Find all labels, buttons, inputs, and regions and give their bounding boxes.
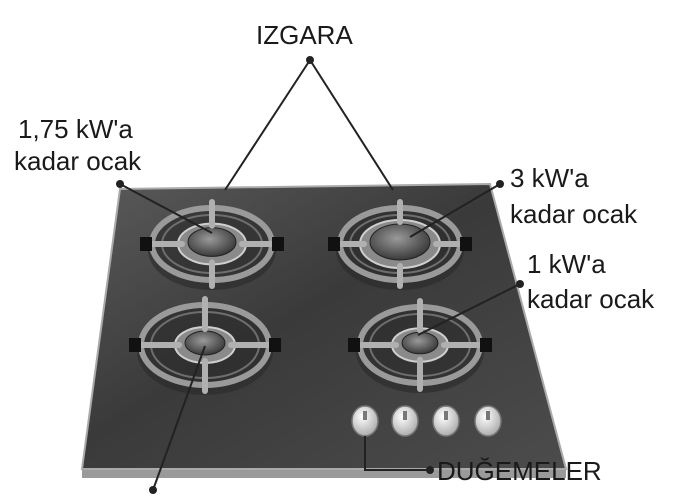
burner-cap <box>184 330 226 356</box>
dot-grate <box>306 56 314 64</box>
leader-grate-left <box>224 59 311 191</box>
burner-cap <box>401 331 439 355</box>
label-grate: IZGARA <box>256 20 353 50</box>
leader-burner-front-left <box>152 345 206 491</box>
control-knobs <box>351 405 502 437</box>
label-burner-min-line2: kadar ocak <box>527 284 655 314</box>
leader-grate-right <box>309 59 394 191</box>
dot-burner-min <box>516 280 524 288</box>
label-burner-large-line2: kadar ocak <box>510 199 638 229</box>
hob-edge <box>82 469 566 478</box>
knob-1[interactable] <box>351 405 379 437</box>
leader-knobs <box>364 436 430 471</box>
dot-knobs <box>426 466 434 474</box>
burner-front-left <box>129 296 281 395</box>
burner-back-left <box>140 199 284 290</box>
label-burner-small-line1: 1,75 kW'a <box>18 114 133 144</box>
leader-burner-large <box>409 183 501 238</box>
dot-burner-large <box>496 180 504 188</box>
burner-front-right <box>348 298 492 393</box>
dot-burner-small <box>116 180 124 188</box>
leader-burner-min <box>417 283 521 336</box>
label-burner-min-line1: 1 kW'a <box>527 249 606 279</box>
label-burner-small-line2: kadar ocak <box>14 146 142 176</box>
leader-dots <box>116 56 524 494</box>
knob-2[interactable] <box>391 405 419 437</box>
label-burner-large-line1: 3 kW'a <box>510 163 589 193</box>
dot-burner-front-left <box>149 486 157 494</box>
knob-4[interactable] <box>474 405 502 437</box>
leader-lines <box>119 59 521 491</box>
leader-burner-small <box>119 183 213 234</box>
knob-3[interactable] <box>432 405 460 437</box>
label-knobs: DUĞEMELER <box>437 456 602 486</box>
